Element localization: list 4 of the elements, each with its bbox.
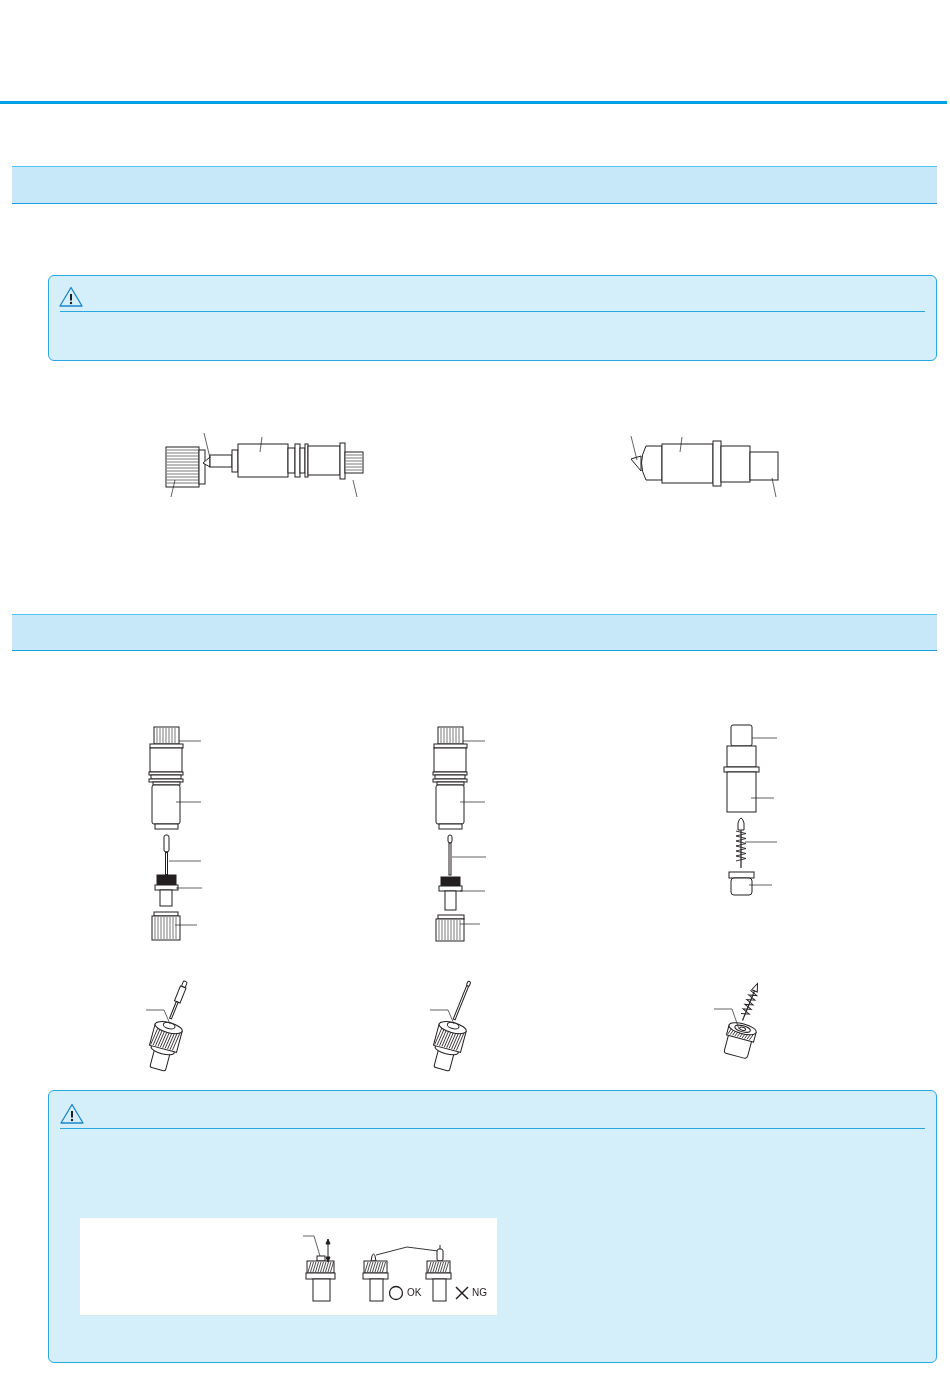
section-band <box>12 166 937 204</box>
section-band <box>12 614 937 651</box>
result-label: NG <box>472 1287 487 1299</box>
result-label: OK <box>407 1287 422 1299</box>
